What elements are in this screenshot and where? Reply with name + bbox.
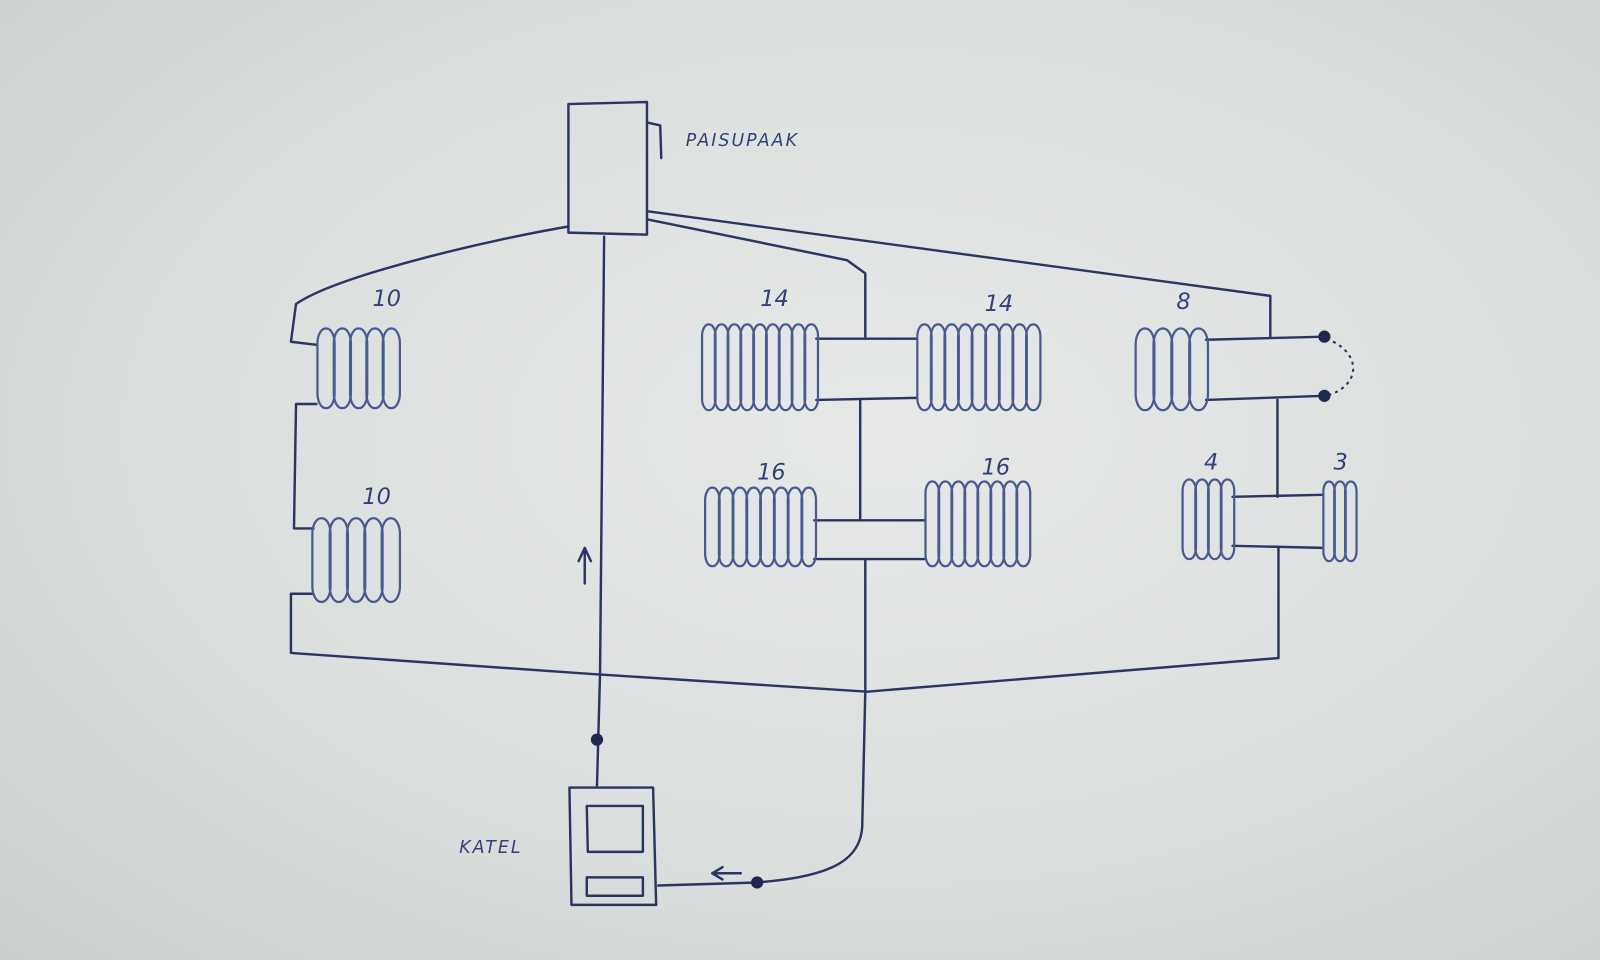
radiator-section bbox=[745, 486, 763, 568]
radiator-middle-lower-right: 16 bbox=[924, 454, 1032, 568]
radiator-section-count: 10 bbox=[373, 286, 402, 312]
radiator-section bbox=[752, 323, 768, 412]
radiator-section bbox=[1025, 323, 1042, 412]
radiator-section bbox=[1011, 323, 1028, 412]
expansion-tank-label: PAISUPAAK bbox=[686, 131, 799, 151]
radiator-left-lower: 10 bbox=[311, 484, 402, 604]
radiator-section-count: 3 bbox=[1334, 449, 1348, 475]
radiator-section bbox=[950, 480, 967, 568]
radiator-section bbox=[976, 480, 993, 568]
valves bbox=[590, 330, 1331, 889]
radiator-section-count: 14 bbox=[985, 291, 1014, 317]
radiator-section bbox=[328, 517, 350, 604]
radiator-section bbox=[777, 323, 794, 412]
radiator-section bbox=[316, 327, 336, 410]
radiator-section bbox=[957, 323, 974, 412]
radiator-section bbox=[726, 323, 743, 412]
radiator-right-lower-right: 3 bbox=[1322, 449, 1358, 563]
radiator-section bbox=[759, 486, 776, 568]
valve-dot bbox=[590, 733, 604, 746]
radiator-section-count: 10 bbox=[362, 484, 391, 510]
radiator-section bbox=[345, 517, 367, 604]
radiator-section bbox=[924, 480, 941, 568]
radiator-section bbox=[963, 480, 980, 568]
radiator-section bbox=[764, 323, 781, 412]
pipes bbox=[289, 209, 1354, 887]
radiator-section bbox=[1134, 327, 1156, 412]
radiator-section bbox=[803, 323, 820, 412]
radiator-section bbox=[1170, 327, 1192, 412]
valve-dot bbox=[1318, 330, 1331, 343]
radiator-middle-upper-right: 14 bbox=[916, 291, 1042, 412]
radiator-section bbox=[363, 517, 384, 604]
radiator-section bbox=[381, 327, 402, 410]
radiator-section bbox=[713, 323, 730, 412]
arrow-up-icon bbox=[577, 546, 593, 585]
radiator-middle-lower-left: 16 bbox=[704, 459, 818, 568]
arrow-left-icon bbox=[711, 865, 743, 881]
radiator-right-lower-left: 4 bbox=[1181, 449, 1236, 561]
boiler bbox=[568, 786, 658, 907]
valve-dot bbox=[751, 876, 764, 889]
radiator-section bbox=[970, 323, 988, 412]
radiator-section bbox=[929, 323, 947, 412]
radiator-section bbox=[800, 486, 818, 568]
radiator-section-count: 16 bbox=[982, 454, 1011, 480]
radiator-section bbox=[1181, 478, 1198, 561]
radiator-section bbox=[984, 323, 1001, 412]
radiator-section bbox=[739, 323, 756, 412]
radiator-section bbox=[332, 327, 353, 410]
radiator-section bbox=[790, 323, 807, 412]
flow-arrows bbox=[577, 546, 743, 881]
radiator-section bbox=[311, 517, 332, 604]
radiator-section bbox=[1015, 480, 1032, 568]
radiator-section bbox=[916, 323, 933, 412]
radiator-section bbox=[704, 486, 721, 568]
boiler-label: KATEL bbox=[459, 838, 522, 858]
radiator-section bbox=[943, 323, 960, 412]
radiator-section bbox=[1219, 478, 1236, 561]
radiator-section-count: 4 bbox=[1204, 449, 1218, 475]
radiator-section-count: 16 bbox=[757, 459, 786, 485]
radiator-section bbox=[786, 486, 804, 568]
radiator-section bbox=[731, 486, 749, 568]
radiator-section-count: 8 bbox=[1176, 289, 1190, 315]
radiator-section bbox=[772, 486, 790, 568]
valve-dot bbox=[1318, 389, 1331, 402]
radiator-section bbox=[380, 517, 402, 604]
radiator-section bbox=[348, 327, 369, 410]
radiator-section bbox=[937, 480, 954, 568]
radiator-section bbox=[1333, 480, 1347, 563]
radiator-section bbox=[1002, 480, 1019, 568]
radiator-section bbox=[700, 323, 717, 412]
radiator-section bbox=[1206, 478, 1223, 561]
expansion-tank bbox=[567, 100, 663, 236]
radiator-section-count: 14 bbox=[760, 286, 789, 312]
radiator-section bbox=[717, 486, 735, 568]
radiator-section bbox=[1194, 478, 1210, 561]
radiator-section bbox=[1188, 327, 1210, 412]
radiator-right-upper: 8 bbox=[1134, 289, 1210, 412]
radiator-section bbox=[1322, 480, 1336, 563]
radiator-section bbox=[365, 327, 385, 410]
radiator-section bbox=[989, 480, 1006, 568]
radiator-section bbox=[997, 323, 1015, 412]
radiator-section bbox=[1344, 480, 1358, 563]
radiator-middle-upper-left: 14 bbox=[700, 286, 820, 412]
radiator-left-upper: 10 bbox=[316, 286, 402, 410]
radiator-section bbox=[1152, 327, 1174, 412]
